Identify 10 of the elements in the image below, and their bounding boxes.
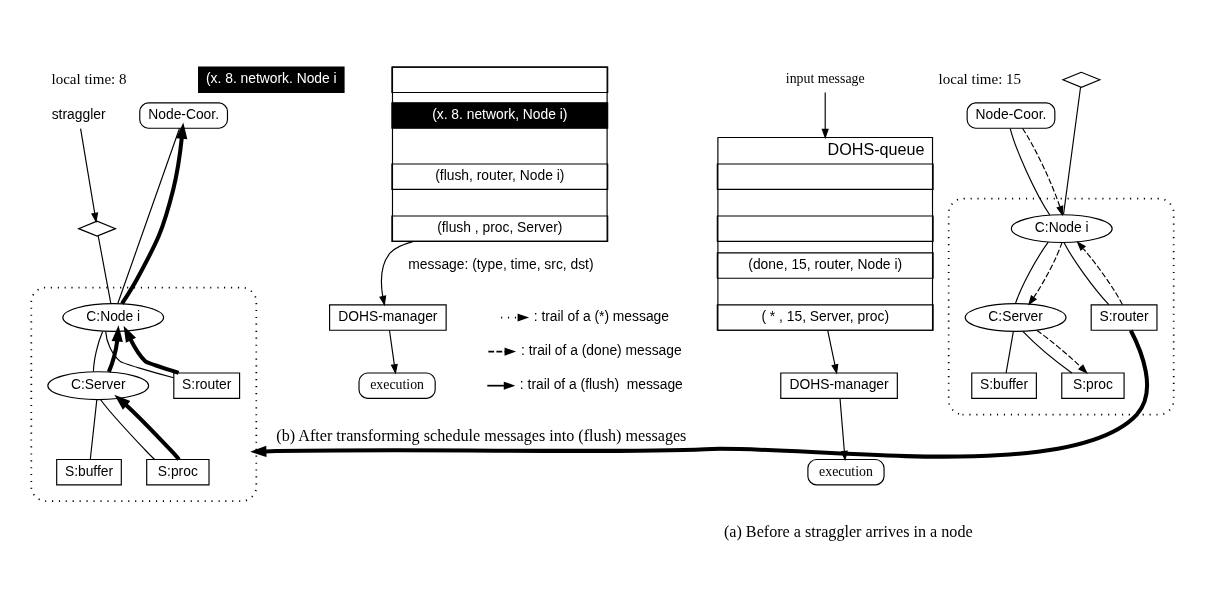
label: local time: 8 (51, 70, 127, 87)
label: local time: 15 (938, 70, 1022, 87)
node-text: straggler (51, 106, 106, 123)
legend-label: : trail of a (*) message (533, 308, 669, 325)
label: (a) Before a straggler arrives in a node (723, 522, 973, 540)
node-text: input message (785, 71, 865, 87)
label: message: (type, time, src, dst) (408, 256, 594, 273)
label: (b) After transforming schedule messages into (flush) messages (276, 426, 687, 444)
legend-label: : trail of a (flush) message (519, 376, 683, 393)
legend-label: : trail of a (done) message (521, 342, 682, 359)
